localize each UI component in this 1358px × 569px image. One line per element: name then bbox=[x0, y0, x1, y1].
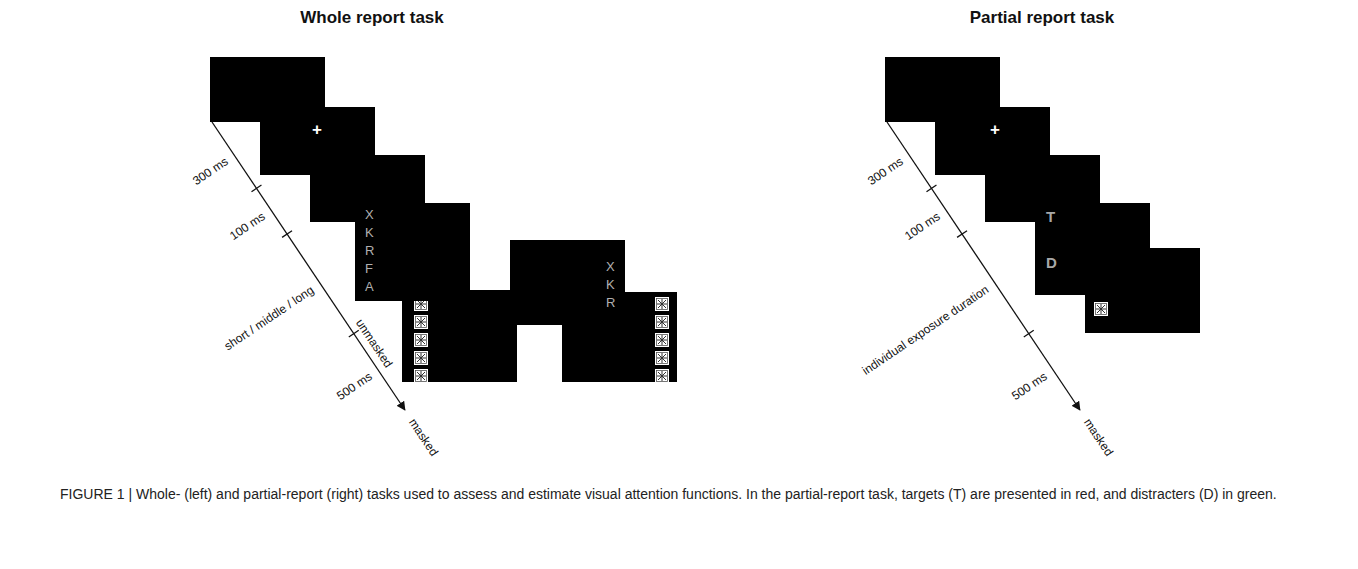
mask-icon bbox=[414, 351, 428, 365]
axis-tick bbox=[282, 231, 292, 238]
mask-icon bbox=[655, 351, 669, 365]
stimulus-screen: TD bbox=[1035, 203, 1150, 295]
mask-screen bbox=[402, 290, 517, 382]
mask-icon bbox=[655, 333, 669, 347]
axis-tick bbox=[1024, 330, 1034, 337]
stimulus-letter: + bbox=[990, 121, 1000, 138]
axis-tick bbox=[252, 185, 262, 192]
mask-icon bbox=[655, 369, 669, 383]
axis-tick bbox=[927, 185, 937, 192]
stimulus-letter: A bbox=[365, 280, 374, 293]
time-label: 300 ms bbox=[865, 155, 905, 188]
mask-icon bbox=[655, 297, 669, 311]
stimulus-letter: K bbox=[606, 278, 615, 291]
figure-caption: FIGURE 1 | Whole- (left) and partial-rep… bbox=[60, 484, 1300, 504]
fixation-screen: + bbox=[260, 107, 375, 175]
mask-icon bbox=[414, 315, 428, 329]
stimulus-letter: R bbox=[365, 244, 374, 257]
time-label: masked bbox=[1081, 416, 1115, 458]
mask-icon bbox=[655, 315, 669, 329]
time-label: 500 ms bbox=[1010, 371, 1050, 404]
panel-title: Partial report task bbox=[970, 9, 1115, 28]
time-label: short / middle / long bbox=[222, 283, 316, 352]
stimulus-letter: F bbox=[365, 262, 373, 275]
time-label: individual exposure duration bbox=[860, 283, 991, 377]
time-label: 300 ms bbox=[190, 155, 230, 188]
stimulus-letter: K bbox=[365, 226, 374, 239]
stimulus-letter: X bbox=[365, 208, 374, 221]
stimulus-letter: D bbox=[1046, 255, 1057, 270]
stimulus-screen: XKRFA bbox=[355, 203, 470, 301]
stimulus-screen: XKR bbox=[510, 240, 625, 325]
mask-icon bbox=[414, 369, 428, 383]
mask-icon bbox=[414, 333, 428, 347]
time-label: 500 ms bbox=[335, 371, 375, 404]
stimulus-letter: R bbox=[606, 296, 615, 309]
time-label: 100 ms bbox=[903, 210, 943, 243]
time-label: 100 ms bbox=[228, 210, 268, 243]
stimulus-letter: + bbox=[312, 121, 322, 138]
stimulus-letter: T bbox=[1046, 209, 1055, 224]
mask-icon bbox=[1094, 302, 1108, 316]
stimulus-letter: X bbox=[606, 260, 615, 273]
time-label: masked bbox=[406, 416, 440, 458]
panel-title: Whole report task bbox=[300, 9, 444, 28]
fixation-screen: + bbox=[935, 107, 1050, 175]
axis-tick bbox=[957, 231, 967, 238]
